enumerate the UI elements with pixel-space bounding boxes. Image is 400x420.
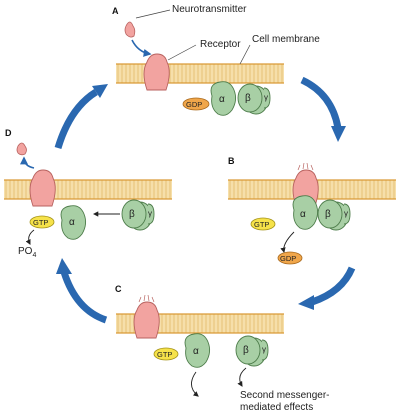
membrane-a	[116, 64, 284, 83]
neurotransmitter-leader	[135, 9, 171, 19]
cell-membrane-label: Cell membrane	[252, 34, 320, 45]
beta-label-c: β	[243, 345, 249, 356]
alpha-subunit-b	[292, 195, 319, 230]
gamma-label-d: γ	[148, 209, 152, 218]
cycle-arrow-a-to-b	[300, 76, 342, 129]
binding-arrow	[131, 39, 152, 57]
beta-subunit-a	[237, 83, 263, 113]
beta-subunit-b	[317, 199, 343, 229]
bound-ligand-b	[297, 162, 314, 171]
hydrolysis-arrow	[25, 229, 35, 245]
panel-a: A Neurotransmitter Receptor Cell membran…	[112, 4, 320, 116]
gdp-release-arrow	[280, 231, 295, 254]
second-messenger-line1: Second messenger-	[240, 390, 330, 401]
cell-membrane-leader	[239, 44, 251, 65]
gdp-label-b: GDP	[280, 254, 296, 263]
alpha-label-a: α	[219, 94, 225, 105]
receptor-c	[133, 301, 160, 339]
alpha-subunit-a	[210, 81, 237, 116]
panel-b-letter: B	[228, 156, 235, 166]
alpha-label-b: α	[300, 209, 306, 220]
gamma-label-a: γ	[264, 93, 268, 102]
gamma-label-b: γ	[344, 209, 348, 218]
receptor-d	[29, 169, 56, 207]
panel-d: D α GTP PO4 β γ	[4, 128, 172, 259]
gdp-label-a: GDP	[186, 100, 202, 109]
alpha-label-d: α	[69, 217, 75, 228]
alpha-subunit-c	[184, 333, 211, 368]
panel-d-letter: D	[5, 128, 12, 138]
second-messenger-line2: mediated effects	[240, 402, 313, 413]
cycle-arrow-d-to-a	[54, 89, 98, 150]
beta-label-b: β	[325, 209, 331, 220]
beta-subunit-d	[121, 199, 147, 229]
release-arrow	[20, 156, 35, 169]
receptor-label: Receptor	[200, 39, 241, 50]
gdp-chip-b	[277, 251, 303, 265]
alpha-subunit-d	[60, 205, 87, 240]
gtp-label-b: GTP	[254, 220, 269, 229]
panel-c: C α GTP β γ Second messenger- mediated e…	[115, 284, 330, 413]
gtp-label-c: GTP	[157, 350, 172, 359]
gamma-subunit-b	[343, 203, 351, 225]
gamma-subunit-d	[147, 203, 155, 225]
gtp-label-d: GTP	[33, 218, 48, 227]
gtp-chip-d	[29, 215, 55, 229]
gamma-label-c: γ	[262, 345, 266, 354]
po4-label: PO4	[18, 246, 36, 259]
cycle-arrow-b-to-c	[310, 266, 356, 306]
receptor-leader	[167, 44, 197, 61]
beta-label-a: β	[245, 93, 251, 104]
panel-a-letter: A	[112, 6, 119, 16]
released-neurotransmitter	[16, 142, 27, 156]
neurotransmitter-label: Neurotransmitter	[172, 4, 247, 15]
cycle-arrow-c-to-d	[60, 270, 108, 324]
alpha-effect-arrow	[191, 371, 199, 397]
panel-b: B α β γ GTP GDP	[228, 156, 396, 265]
gamma-subunit-c	[261, 339, 269, 361]
neurotransmitter-molecule	[124, 21, 136, 38]
gtp-chip-b	[250, 217, 276, 231]
panel-c-letter: C	[115, 284, 122, 294]
gdp-chip-a	[182, 97, 210, 111]
beta-gamma-effect-arrow	[237, 367, 247, 387]
cycle-arrows	[54, 76, 356, 324]
gtp-chip-c	[153, 347, 179, 361]
beta-subunit-c	[235, 335, 261, 365]
alpha-label-c: α	[193, 346, 199, 357]
beta-label-d: β	[129, 209, 135, 220]
membrane-d	[4, 180, 172, 199]
gamma-subunit-a	[263, 87, 271, 109]
bound-ligand-c	[138, 294, 155, 303]
receptor-a	[143, 53, 170, 91]
